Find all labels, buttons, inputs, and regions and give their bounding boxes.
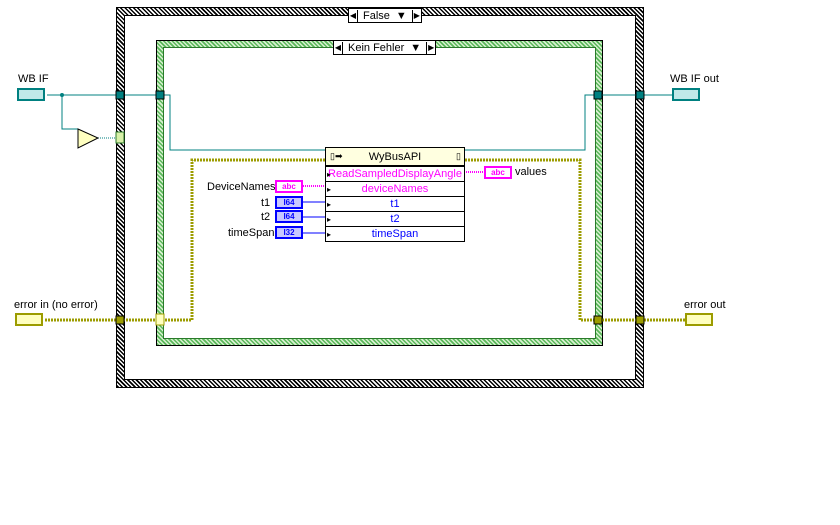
- chevron-down-icon: ▼: [395, 9, 407, 22]
- device-names-label: DeviceNames: [207, 181, 276, 193]
- refnum-wire-in: [47, 94, 325, 151]
- integer-wires: [303, 201, 325, 234]
- refnum-wire-out: [462, 94, 672, 151]
- string-wires: [303, 171, 484, 187]
- t1-control[interactable]: I64: [275, 196, 303, 209]
- tunnel: [155, 90, 165, 100]
- not-a-refnum-icon: [77, 128, 100, 149]
- time-span-control[interactable]: I32: [275, 226, 303, 239]
- param-t2[interactable]: t2: [326, 211, 464, 226]
- wb-if-label: WB IF: [18, 73, 49, 85]
- tunnel: [593, 315, 603, 325]
- t1-label: t1: [261, 197, 271, 209]
- tunnel: [115, 90, 125, 100]
- error-in-control[interactable]: [15, 313, 43, 326]
- node-class: WyBusAPI: [368, 150, 422, 163]
- chevron-down-icon: ▼: [410, 41, 422, 54]
- values-indicator[interactable]: abc: [484, 166, 512, 179]
- wb-if-out-indicator[interactable]: [672, 88, 700, 101]
- wb-if-out-label: WB IF out: [670, 73, 719, 85]
- param-device-names[interactable]: deviceNames: [326, 181, 464, 196]
- case-label: Kein Fehler: [348, 41, 405, 54]
- case-selector-terminal: [155, 313, 165, 326]
- t2-control[interactable]: I64: [275, 210, 303, 223]
- node-method[interactable]: ReadSampledDisplayAngle: [326, 166, 464, 181]
- case-selector-terminal: [115, 131, 125, 144]
- error-out-indicator[interactable]: [685, 313, 713, 326]
- param-t1[interactable]: t1: [326, 196, 464, 211]
- error-in-label: error in (no error): [14, 299, 98, 311]
- case-selector-outer[interactable]: ◀False▼▶: [348, 8, 422, 23]
- values-label: values: [515, 166, 547, 178]
- invoke-node[interactable]: ▯➡ WyBusAPI ▯ ReadSampledDisplayAngle devi…: [325, 147, 465, 242]
- tunnel: [635, 315, 645, 325]
- error-terminal-icon: ▯: [456, 151, 461, 161]
- t2-label: t2: [261, 211, 271, 223]
- wire-junction: [60, 93, 64, 97]
- param-time-span[interactable]: timeSpan: [326, 226, 464, 241]
- error-wire-out: [462, 158, 685, 322]
- case-selector-inner[interactable]: ◀Kein Fehler▼▶: [333, 40, 437, 55]
- device-names-control[interactable]: abc: [275, 180, 303, 193]
- reference-arrow-icon: ▯➡: [330, 151, 343, 161]
- tunnel: [635, 90, 645, 100]
- tunnel: [115, 315, 125, 325]
- wb-if-control[interactable]: [17, 88, 45, 101]
- time-span-label: timeSpan: [228, 227, 275, 239]
- tunnel: [593, 90, 603, 100]
- error-out-label: error out: [684, 299, 726, 311]
- case-label: False: [363, 9, 390, 22]
